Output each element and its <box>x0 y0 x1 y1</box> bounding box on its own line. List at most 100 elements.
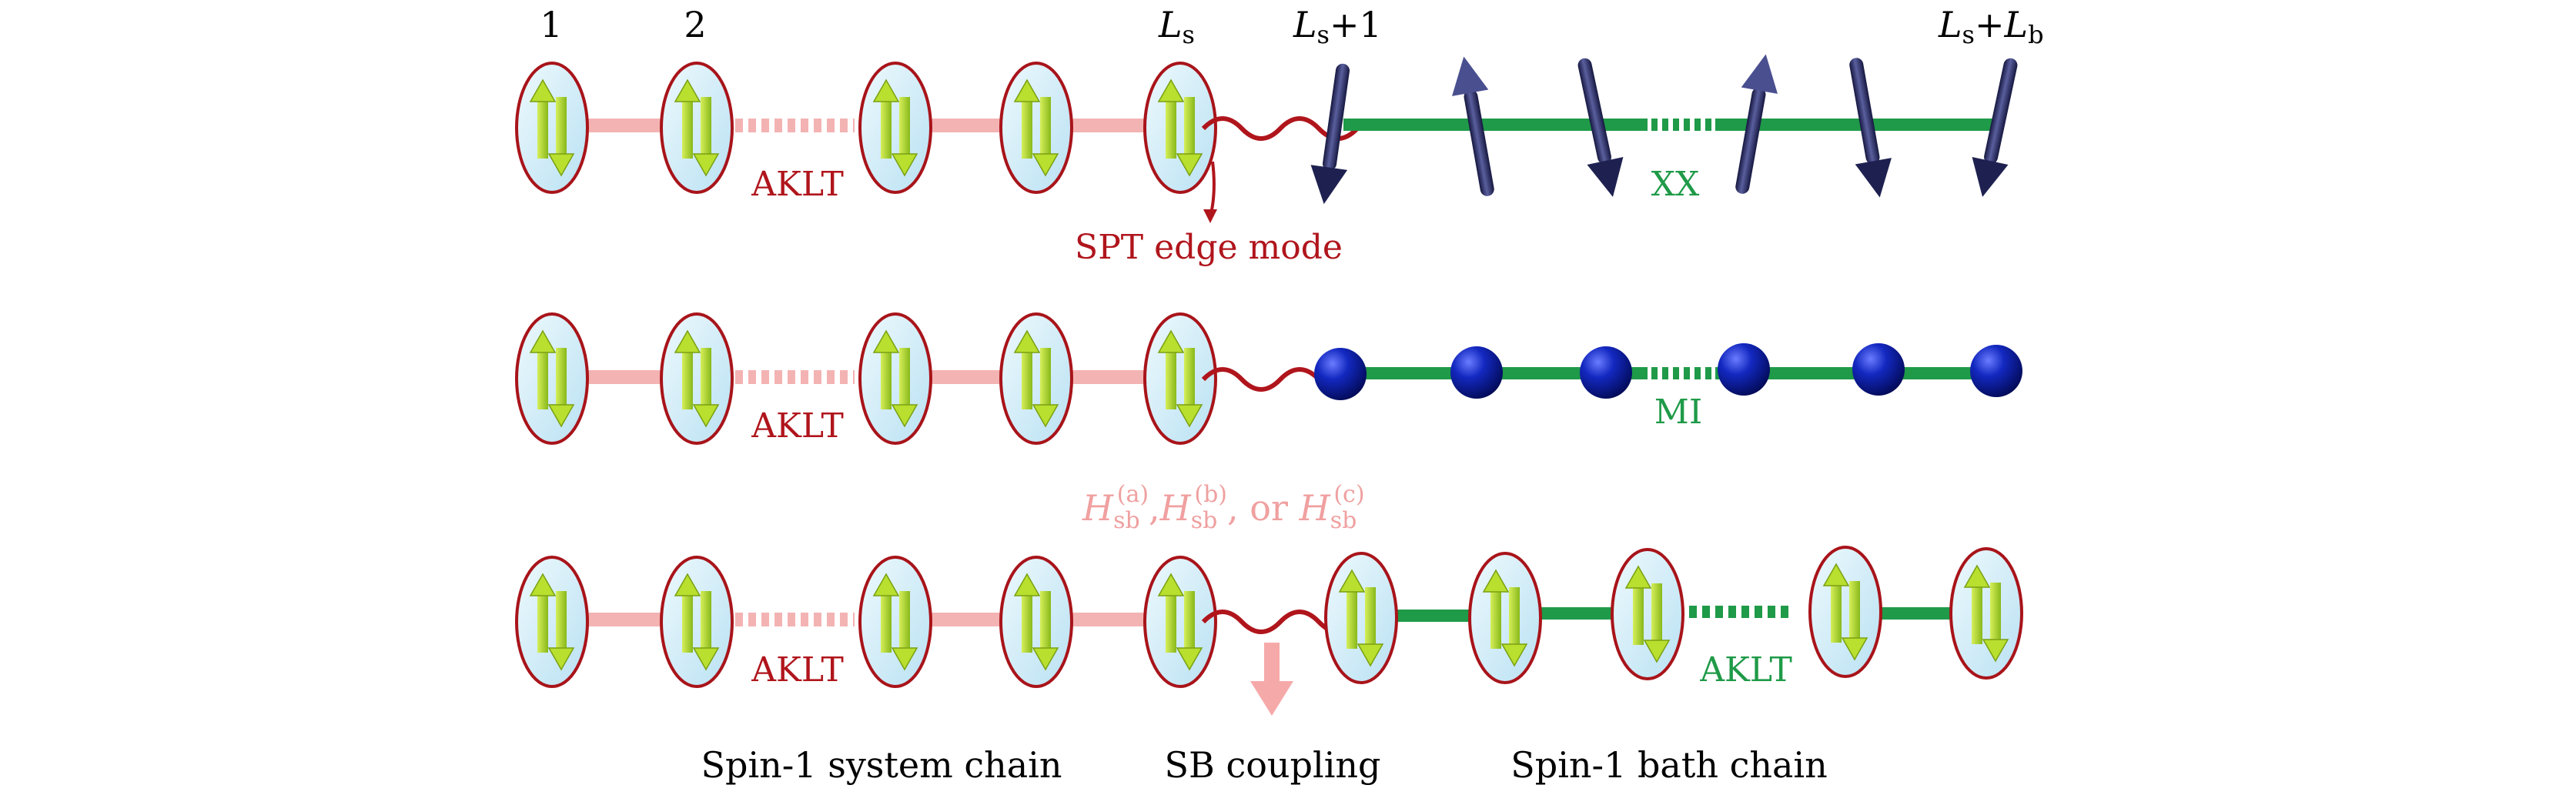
down-arrow-icon <box>692 591 720 671</box>
arrow-head <box>1452 56 1489 96</box>
row2-system-label: AKLT <box>751 406 844 446</box>
site-ellipse <box>1468 552 1542 684</box>
down-arrow-icon <box>891 348 918 428</box>
up-arrow-icon <box>872 329 900 409</box>
xx-bath-chain <box>1310 54 2018 205</box>
site-label-ls-main: L <box>1158 4 1183 45</box>
down-arrow-icon <box>891 97 918 177</box>
spin1-site <box>858 556 932 688</box>
up-arrow-icon <box>674 573 701 653</box>
spin-half-up <box>1452 56 1494 196</box>
down-arrow-icon <box>1357 587 1384 667</box>
site-ellipse <box>1808 546 1882 678</box>
spin1-site <box>1143 556 1217 688</box>
up-arrow-icon <box>1822 563 1850 643</box>
site-ellipse <box>1949 547 2023 680</box>
arrow-head <box>1587 156 1624 197</box>
up-arrow-icon <box>872 78 900 159</box>
spt-edge-mode-label: SPT edge mode <box>1075 228 1343 267</box>
formula-sup3: (c) <box>1333 481 1364 508</box>
up-arrow-icon <box>1157 573 1185 653</box>
footer-bath-chain: Spin-1 bath chain <box>1510 744 1827 786</box>
boson-ball <box>1450 346 1503 399</box>
edge-mode-pointer <box>1209 161 1216 218</box>
formula-sub2: sb <box>1191 507 1218 534</box>
formula-h3: H <box>1299 487 1331 529</box>
down-arrow-icon <box>692 97 720 177</box>
spin1-site <box>515 312 589 445</box>
spin1-site <box>1143 312 1217 445</box>
row-xx-bath: AKLT XX SPT edge mode <box>515 54 2018 267</box>
row3-system-label: AKLT <box>751 650 844 690</box>
spin1-site <box>660 312 734 445</box>
down-arrow-icon <box>1643 583 1671 663</box>
up-arrow-icon <box>529 329 557 409</box>
arrow-head <box>1972 156 2009 197</box>
arrow-head <box>1310 165 1348 205</box>
spin1-site <box>1324 552 1398 684</box>
up-arrow-icon <box>674 329 701 409</box>
formula-h2: H <box>1159 487 1192 529</box>
formula-or: , or <box>1227 487 1300 529</box>
site-ellipse <box>999 312 1073 445</box>
site-label-end-main1: L <box>1938 4 1962 45</box>
up-arrow-icon <box>1482 569 1510 649</box>
down-arrow-icon <box>547 348 575 428</box>
site-ellipse <box>1324 552 1398 684</box>
site-ellipse <box>999 62 1073 194</box>
down-arrow-icon <box>1032 348 1059 428</box>
site-label-end-main2: L <box>2004 4 2029 45</box>
spin1-site <box>858 312 932 445</box>
down-arrow-icon <box>1500 587 1528 667</box>
site-label-ls-plus-lb: Ls+Lb <box>1938 4 2044 49</box>
down-arrow-icon <box>692 348 720 428</box>
spin1-site <box>999 312 1073 445</box>
boson-ball <box>1580 346 1632 399</box>
down-arrow-icon <box>1982 583 2009 663</box>
spin-half-down <box>1310 63 1350 205</box>
up-arrow-icon <box>674 78 701 159</box>
down-arrow-icon <box>547 97 575 177</box>
row1-system-label: AKLT <box>751 165 844 204</box>
site-label-ls1-sub: s <box>1317 20 1330 49</box>
formula-sub1: sb <box>1113 507 1140 534</box>
row3-bath-label: AKLT <box>1699 650 1792 690</box>
up-arrow-icon <box>529 78 557 159</box>
site-label-1: 1 <box>540 4 562 45</box>
arrow-head <box>1855 158 1892 198</box>
aklt-bath-chain <box>1324 546 2023 684</box>
up-arrow-icon <box>1157 329 1185 409</box>
formula-sup1: (a) <box>1117 481 1149 508</box>
down-arrow-icon <box>1032 97 1059 177</box>
spin1-site <box>1611 548 1684 680</box>
spin1-site <box>1949 547 2023 680</box>
up-arrow-icon <box>1013 329 1041 409</box>
site-label-end-plus: + <box>1975 4 2005 45</box>
spin1-site <box>858 62 932 194</box>
formula-h1: H <box>1082 487 1114 529</box>
site-ellipse <box>858 62 932 194</box>
spin1-site <box>1143 62 1217 194</box>
footer-system-chain: Spin-1 system chain <box>701 744 1062 786</box>
system-chain-row3 <box>515 556 1217 688</box>
site-label-ls-plus-1: Ls+1 <box>1293 4 1382 49</box>
spin1-site <box>515 62 589 194</box>
down-arrow-icon <box>547 591 575 671</box>
system-chain-row1 <box>515 62 1217 194</box>
spin-half-down <box>1849 58 1892 198</box>
spin-half-up <box>1735 54 1778 194</box>
up-arrow-icon <box>872 573 900 653</box>
down-arrow-icon <box>1250 643 1293 716</box>
site-ellipse <box>515 62 589 194</box>
site-label-2: 2 <box>684 4 706 45</box>
sb-coupling-wave <box>1201 367 1321 392</box>
boson-ball <box>1718 343 1770 396</box>
spin1-site <box>999 62 1073 194</box>
edge-mode-pointer-head <box>1203 209 1217 223</box>
formula-sub3: sb <box>1330 507 1357 534</box>
row-mi-bath: AKLT MI <box>515 312 2022 446</box>
spin1-site <box>1468 552 1542 684</box>
down-arrow-icon <box>1841 581 1868 661</box>
spin1-site <box>1808 546 1882 678</box>
site-label-ls1-suffix: +1 <box>1330 4 1382 45</box>
